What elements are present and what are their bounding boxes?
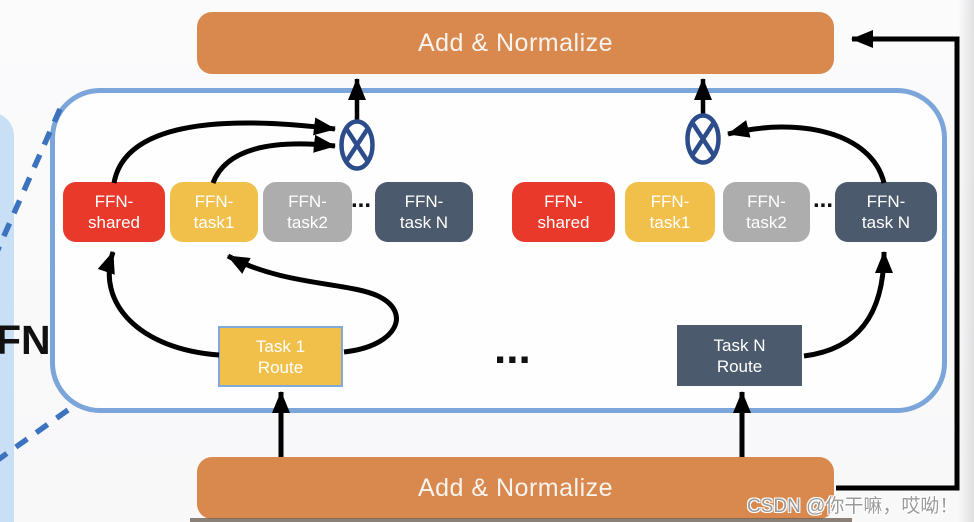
expert-ellipsis-right: ... bbox=[813, 186, 834, 213]
add-normalize-bottom: Add & Normalize bbox=[197, 457, 834, 519]
ffn-taskN-right: FFN- task N bbox=[835, 182, 937, 242]
ffn-task2-right-line1: FFN- bbox=[747, 192, 786, 211]
ffn-task2-right-line2: task2 bbox=[746, 213, 787, 232]
ffn-task1-right-line1: FFN- bbox=[650, 192, 690, 211]
add-normalize-top: Add & Normalize bbox=[197, 12, 834, 74]
ffn-task1-left-line1: FFN- bbox=[194, 192, 234, 211]
bottom-edge-shadow bbox=[190, 518, 852, 522]
taskN-route-line2: Route bbox=[716, 356, 763, 376]
task1-route-line1: Task 1 bbox=[255, 336, 306, 356]
ffn-shared-left-line1: FFN- bbox=[94, 192, 134, 211]
group-ellipsis: ... bbox=[494, 324, 531, 373]
ffn-shared-right-line1: FFN- bbox=[544, 192, 583, 211]
ffn-shared-left: FFN- shared bbox=[63, 182, 165, 242]
scan-edge-gradient bbox=[958, 0, 974, 522]
ffn-taskN-left-line2: task N bbox=[399, 213, 449, 232]
ffn-taskN-left: FFN- task N bbox=[375, 182, 473, 242]
taskN-route-line1: Task N bbox=[713, 335, 766, 355]
ffn-shared-left-line2: shared bbox=[88, 213, 140, 232]
ffn-task2-left-line2: task2 bbox=[287, 213, 328, 232]
ffn-task1-left: FFN- task1 bbox=[170, 182, 258, 242]
expert-ellipsis-left: ... bbox=[351, 186, 372, 213]
ffn-task2-right: FFN- task2 bbox=[723, 182, 810, 242]
ffn-task1-right-line2: task1 bbox=[649, 213, 691, 232]
watermark: CSDN @你干嘛，哎呦！ bbox=[747, 496, 959, 517]
ffn-task1-right: FFN- task1 bbox=[625, 182, 715, 242]
ffn-shared-right-line2: shared bbox=[537, 213, 590, 232]
ffn-task2-left: FFN- task2 bbox=[263, 182, 352, 242]
task1-route-line2: Route bbox=[257, 357, 304, 377]
task1-route-box: Task 1 Route bbox=[218, 326, 343, 387]
ffn-task2-left-line1: FFN- bbox=[288, 192, 327, 211]
ffn-taskN-left-line1: FFN- bbox=[404, 192, 444, 211]
taskN-route-box: Task N Route bbox=[677, 325, 802, 386]
ffn-taskN-right-line2: task N bbox=[861, 213, 911, 232]
ffn-side-label: FN bbox=[0, 317, 51, 363]
ffn-taskN-right-line1: FFN- bbox=[866, 192, 906, 211]
ffn-task1-left-line2: task1 bbox=[193, 213, 235, 232]
ffn-shared-right: FFN- shared bbox=[512, 182, 615, 242]
